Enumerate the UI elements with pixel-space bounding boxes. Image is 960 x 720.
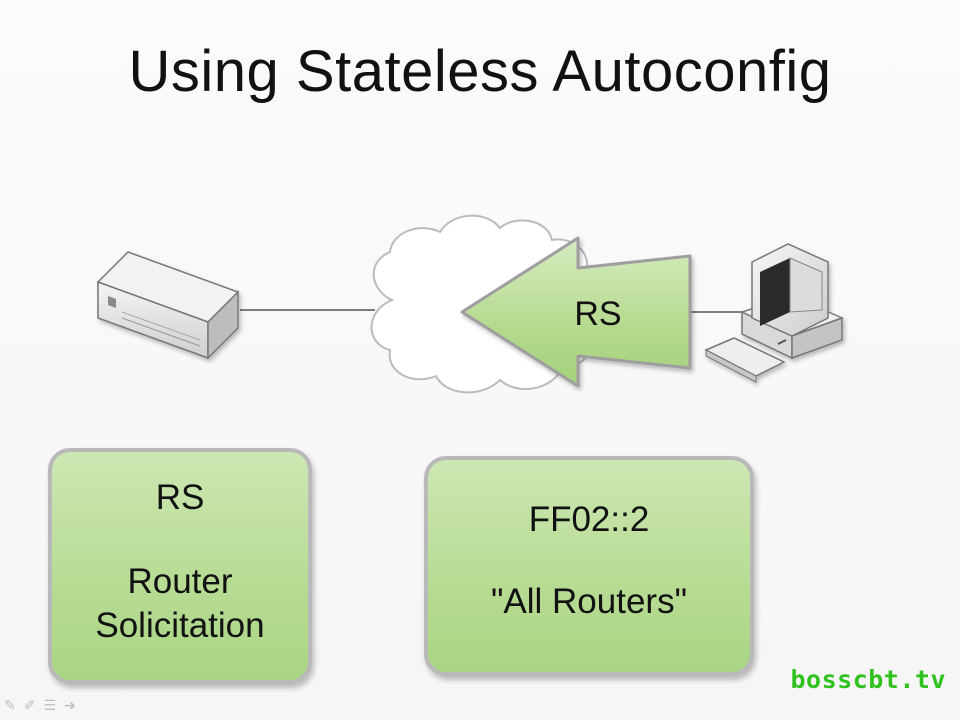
rs-definition-box: RS Router Solicitation xyxy=(48,448,312,684)
rs-arrow xyxy=(460,236,692,388)
rs-line-solicitation: Solicitation xyxy=(95,606,265,645)
slide-title: Using Stateless Autoconfig xyxy=(128,39,832,104)
computer-icon xyxy=(704,243,845,383)
pen-icon[interactable]: ✎ xyxy=(4,697,16,713)
watermark: bosscbt.tv xyxy=(790,665,946,694)
slideshow-toolbar[interactable]: ✎ ✐ ☰ ➔ xyxy=(4,697,76,714)
menu-icon[interactable]: ☰ xyxy=(43,697,57,713)
multicast-address: FF02::2 xyxy=(528,500,650,539)
multicast-address-box: FF02::2 "All Routers" xyxy=(424,456,754,676)
pencil-icon[interactable]: ✐ xyxy=(23,697,36,713)
router-icon xyxy=(96,251,240,360)
rs-line-router: Router xyxy=(127,562,233,601)
rs-abbrev: RS xyxy=(155,478,205,517)
next-icon[interactable]: ➔ xyxy=(64,697,76,713)
arrow-label: RS xyxy=(574,295,621,333)
multicast-description: "All Routers" xyxy=(490,582,688,621)
